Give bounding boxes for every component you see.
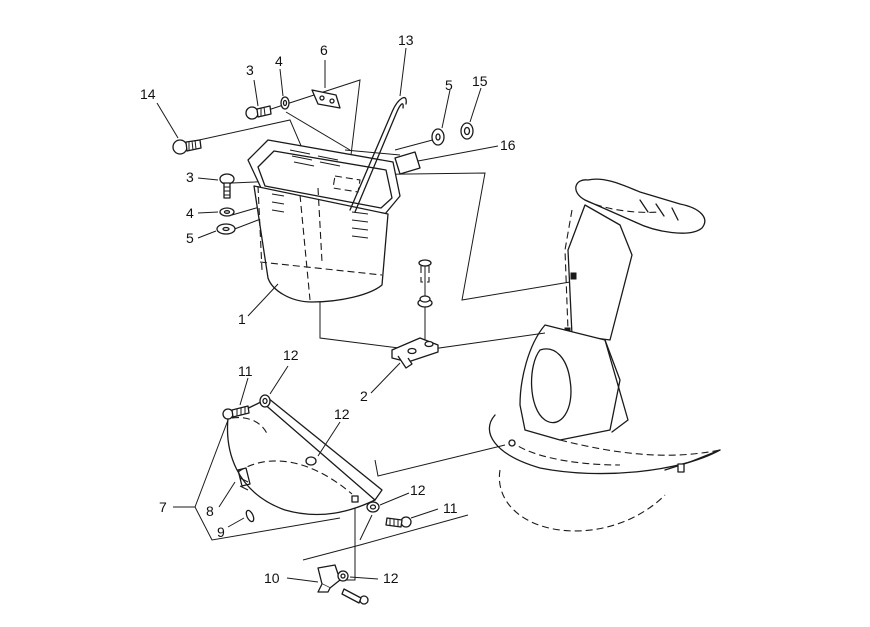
callout-leaders	[156, 47, 499, 583]
callout-numbers: 1 2 3 3 4 4 5 5 6 7 8 9 10 11 11 12 12 1…	[140, 32, 516, 586]
callout-9: 9	[217, 524, 225, 540]
hardware-left	[172, 89, 341, 235]
bracket	[391, 259, 439, 369]
callout-15: 15	[472, 73, 488, 89]
callout-11-top: 11	[238, 363, 253, 379]
callout-3-left: 3	[186, 169, 194, 185]
scooter-frame	[488, 178, 721, 532]
callout-3-upper: 3	[246, 62, 254, 78]
callout-16: 16	[500, 137, 516, 153]
callout-7: 7	[159, 499, 167, 515]
callout-1: 1	[238, 311, 246, 327]
callout-6: 6	[320, 42, 328, 58]
callout-12-middle: 12	[334, 406, 350, 422]
callout-12-top: 12	[283, 347, 299, 363]
callout-13: 13	[398, 32, 414, 48]
callout-2: 2	[360, 388, 368, 404]
callout-12-bottom: 12	[383, 570, 399, 586]
front-cover	[226, 397, 383, 523]
callout-4-upper: 4	[275, 53, 283, 69]
callout-10: 10	[264, 570, 280, 586]
callout-14: 14	[140, 86, 156, 102]
callout-11-right: 11	[443, 500, 458, 516]
hook-and-hardware	[349, 96, 474, 213]
callout-5-right: 5	[445, 77, 453, 93]
callout-8: 8	[206, 503, 214, 519]
callout-4-left: 4	[186, 205, 194, 221]
cover-hardware	[222, 394, 412, 605]
callout-5-left: 5	[186, 230, 194, 246]
callout-12-right: 12	[410, 482, 426, 498]
basket	[247, 139, 401, 303]
